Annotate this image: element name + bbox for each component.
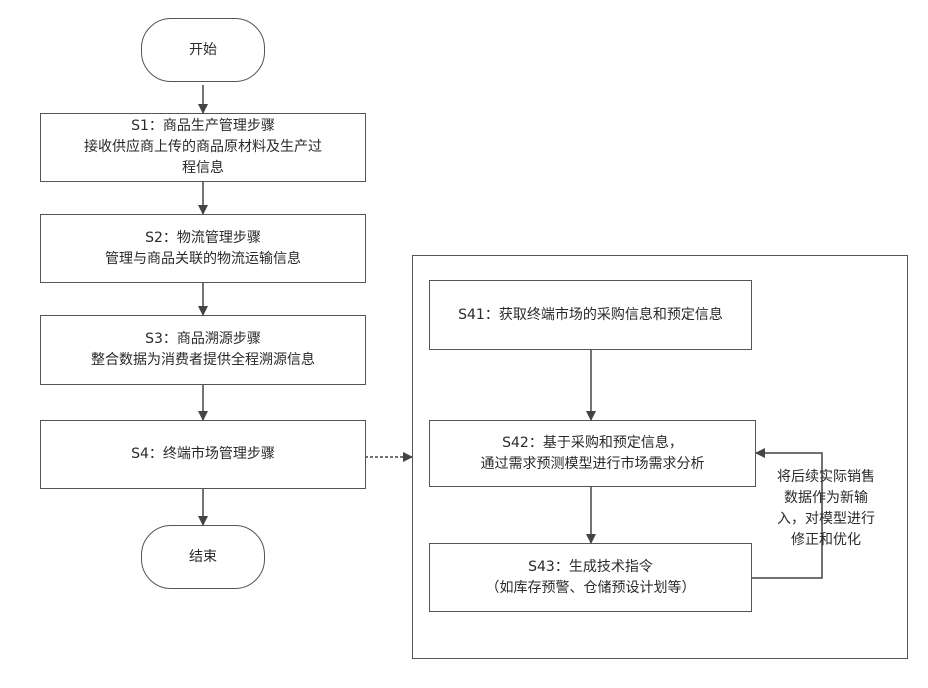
feedback-note-line4: 修正和优化 xyxy=(764,530,888,551)
step-s43-title: S43：生成技术指令 xyxy=(528,557,653,578)
step-s1-box: S1：商品生产管理步骤 接收供应商上传的商品原材料及生产过 程信息 xyxy=(40,113,366,182)
step-s42-desc: 通过需求预测模型进行市场需求分析 xyxy=(481,454,705,475)
start-node-label: 开始 xyxy=(189,40,217,61)
step-s41-title: S41：获取终端市场的采购信息和预定信息 xyxy=(458,305,723,326)
step-s2-desc: 管理与商品关联的物流运输信息 xyxy=(105,249,301,270)
step-s1-desc-line1: 接收供应商上传的商品原材料及生产过 xyxy=(84,137,322,158)
step-s1-desc-line2: 程信息 xyxy=(182,158,224,179)
step-s1-title: S1：商品生产管理步骤 xyxy=(131,116,275,137)
feedback-note: 将后续实际销售 数据作为新输 入，对模型进行 修正和优化 xyxy=(764,467,888,551)
step-s43-desc: （如库存预警、仓储预设计划等） xyxy=(486,578,696,599)
step-s43-box: S43：生成技术指令 （如库存预警、仓储预设计划等） xyxy=(429,543,752,612)
step-s3-box: S3：商品溯源步骤 整合数据为消费者提供全程溯源信息 xyxy=(40,315,366,385)
step-s2-box: S2：物流管理步骤 管理与商品关联的物流运输信息 xyxy=(40,214,366,283)
end-node: 结束 xyxy=(141,525,265,589)
step-s2-title: S2：物流管理步骤 xyxy=(145,228,261,249)
step-s42-title: S42：基于采购和预定信息， xyxy=(502,433,683,454)
step-s4-title: S4：终端市场管理步骤 xyxy=(131,444,275,465)
feedback-note-line3: 入，对模型进行 xyxy=(764,509,888,530)
step-s41-box: S41：获取终端市场的采购信息和预定信息 xyxy=(429,280,752,350)
step-s3-desc: 整合数据为消费者提供全程溯源信息 xyxy=(91,350,315,371)
start-node: 开始 xyxy=(141,18,265,82)
feedback-note-line1: 将后续实际销售 xyxy=(764,467,888,488)
step-s42-box: S42：基于采购和预定信息， 通过需求预测模型进行市场需求分析 xyxy=(429,420,756,487)
end-node-label: 结束 xyxy=(189,547,217,568)
step-s4-box: S4：终端市场管理步骤 xyxy=(40,420,366,489)
step-s3-title: S3：商品溯源步骤 xyxy=(145,329,261,350)
feedback-note-line2: 数据作为新输 xyxy=(764,488,888,509)
